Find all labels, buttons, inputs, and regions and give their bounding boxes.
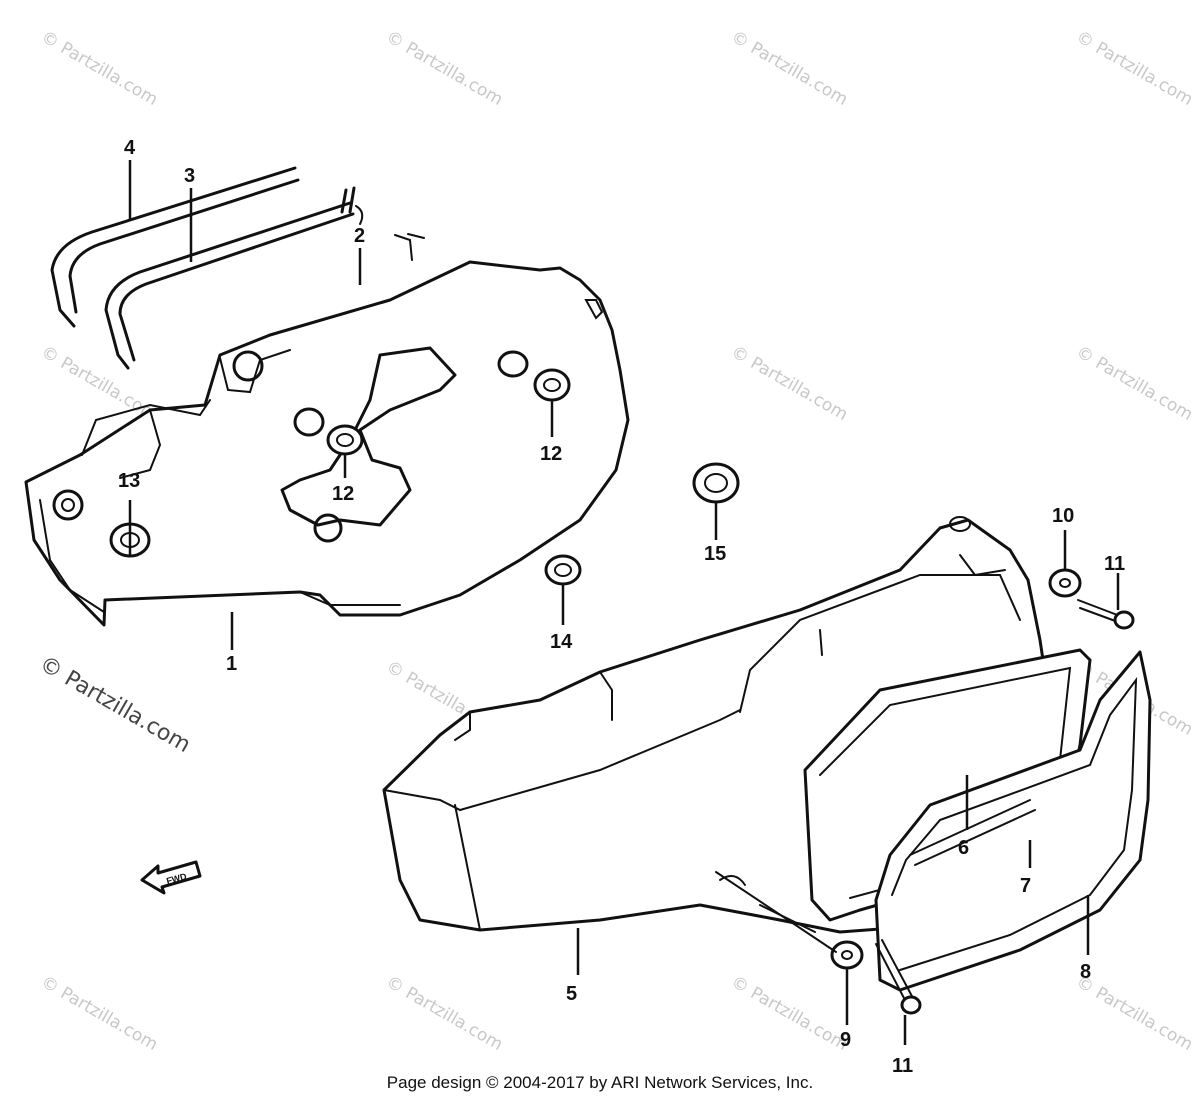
part-stripe-6 xyxy=(909,799,1036,866)
part-tube-4 xyxy=(50,166,300,328)
watermark: © Partzilla.com xyxy=(1073,27,1197,110)
callout-3: 3 xyxy=(184,165,195,187)
part-rod-3 xyxy=(104,201,355,370)
watermark: © Partzilla.com xyxy=(728,342,852,425)
callout-11a: 11 xyxy=(1104,553,1125,575)
callout-8: 8 xyxy=(1080,961,1091,983)
watermark: © Partzilla.com xyxy=(728,972,852,1055)
page-footer: Page design © 2004-2017 by ARI Network S… xyxy=(386,1073,814,1092)
callout-14: 14 xyxy=(550,631,573,653)
callout-12b: 12 xyxy=(540,443,562,465)
part-screw-11a xyxy=(1077,599,1135,630)
watermark: © Partzilla.com xyxy=(1073,342,1197,425)
part-grommet-15 xyxy=(692,462,740,504)
part-grommet-12c xyxy=(293,350,529,437)
watermark: © Partzilla.com xyxy=(38,972,162,1055)
part-grommet-12a xyxy=(326,424,364,456)
callout-11b: 11 xyxy=(892,1055,913,1077)
callout-12a: 12 xyxy=(332,483,354,505)
callout-6: 6 xyxy=(958,837,969,859)
callout-10: 10 xyxy=(1052,505,1074,527)
callout-15: 15 xyxy=(704,543,726,565)
part-clip-2 xyxy=(340,186,364,225)
watermark: © Partzilla.com xyxy=(1073,972,1197,1055)
callout-13: 13 xyxy=(118,470,140,492)
callout-5: 5 xyxy=(566,983,577,1005)
part-grommet-14 xyxy=(544,554,582,586)
watermark: © Partzilla.com xyxy=(383,27,507,110)
watermark: © Partzilla.com xyxy=(728,27,852,110)
leader-lines xyxy=(128,160,1120,1045)
watermark-large: © Partzilla.com xyxy=(35,652,195,759)
callout-4: 4 xyxy=(124,137,136,159)
watermark: © Partzilla.com xyxy=(383,972,507,1055)
part-washer-9 xyxy=(830,940,864,970)
part-screw-11b xyxy=(875,939,922,1015)
callout-1: 1 xyxy=(226,653,237,675)
callout-9: 9 xyxy=(840,1029,851,1051)
callout-2: 2 xyxy=(354,225,365,247)
part-washer-10 xyxy=(1048,568,1082,598)
callouts: 4 3 2 1 12 12 13 14 15 5 6 7 8 9 10 11 1… xyxy=(118,137,1125,1077)
watermark: © Partzilla.com xyxy=(38,342,162,425)
callout-7: 7 xyxy=(1020,875,1031,897)
forward-direction-arrow: FWD xyxy=(140,860,202,895)
part-grommet-12b xyxy=(533,368,571,402)
part-frame-cover-1 xyxy=(24,233,630,627)
watermark: © Partzilla.com xyxy=(38,27,162,110)
